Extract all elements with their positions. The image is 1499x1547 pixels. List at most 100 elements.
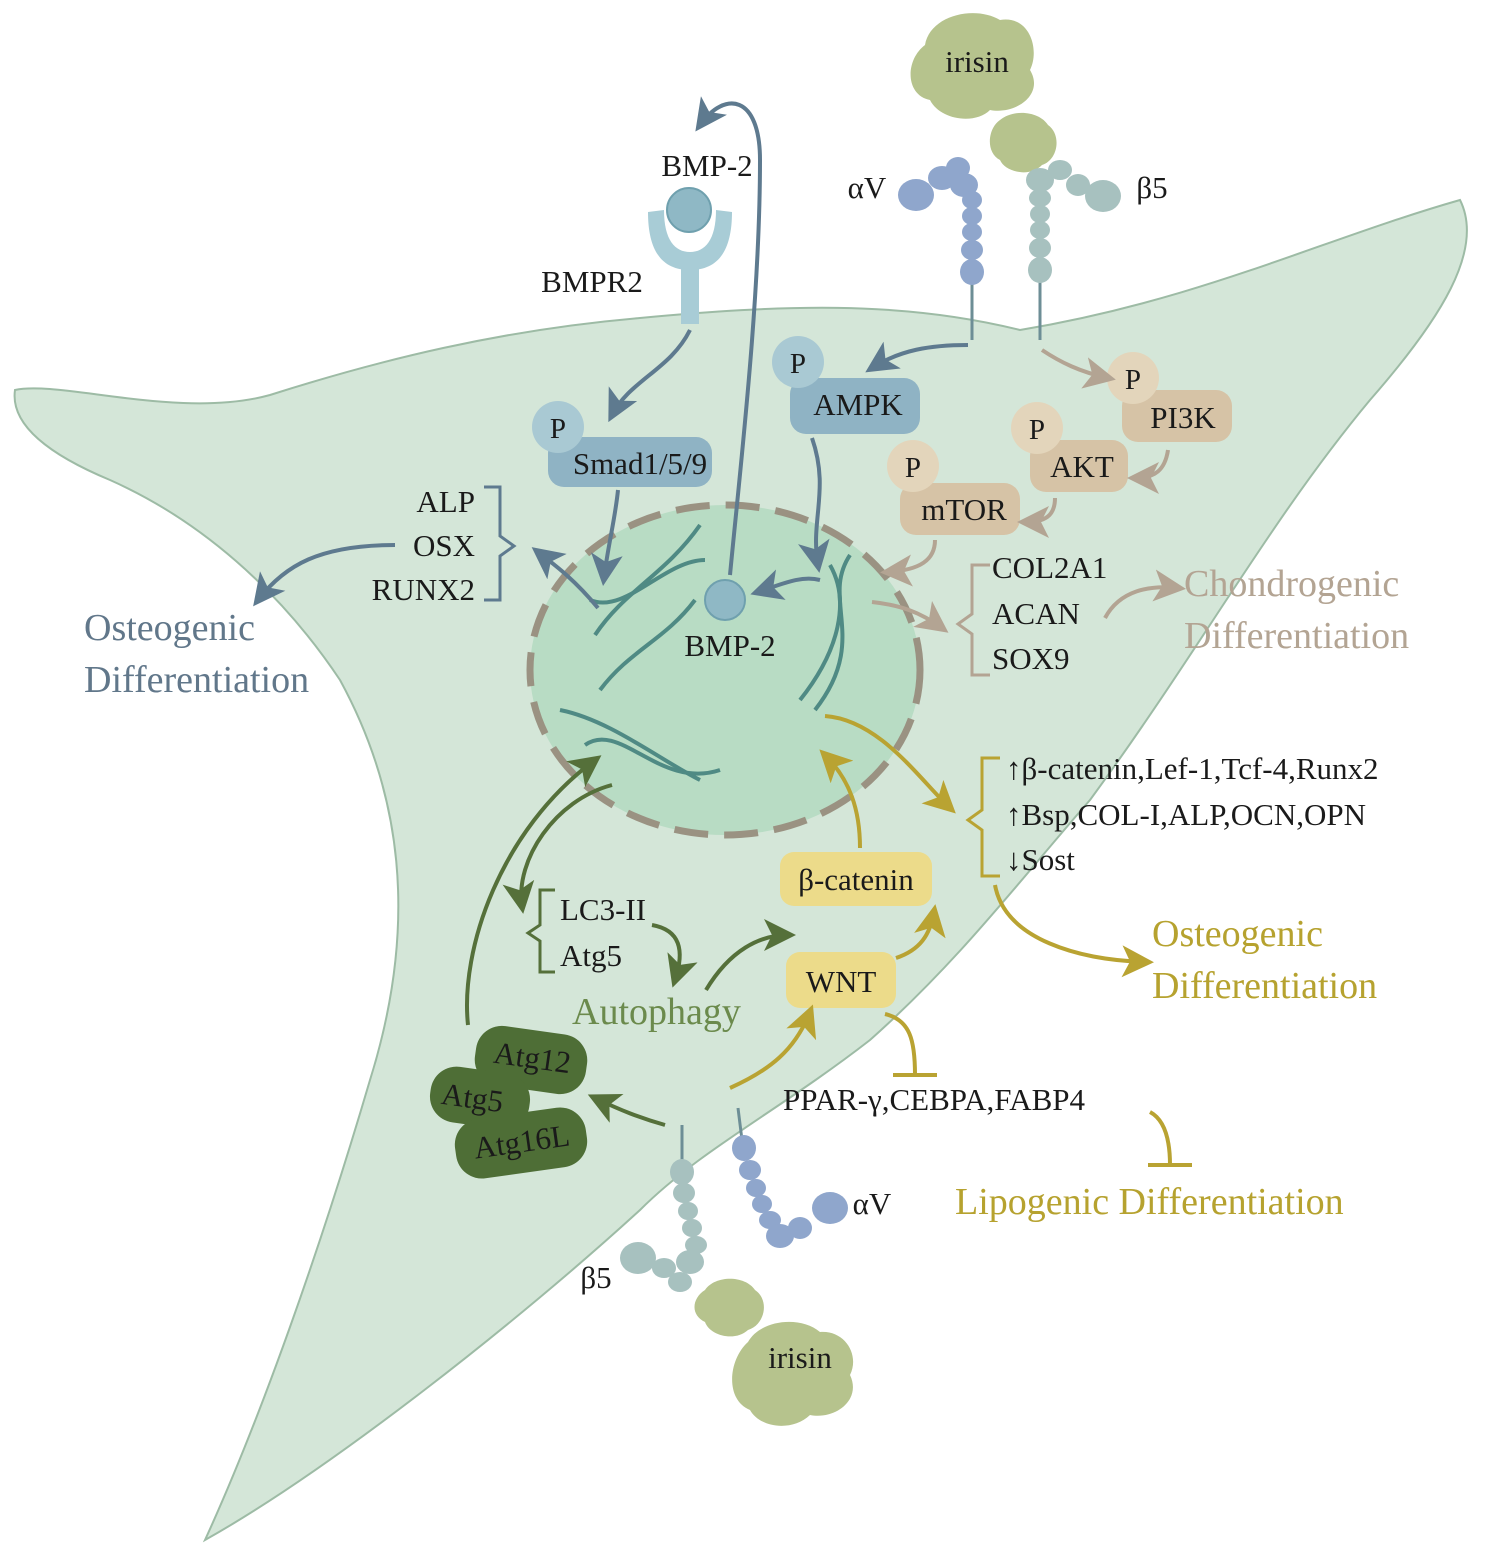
- arrow-nucleus-to-lc3: [502, 783, 613, 914]
- bmp-pathway-arrows: [253, 96, 969, 610]
- chondro-line2: Differentiation: [1184, 615, 1409, 657]
- smad-label: Smad1/5/9: [573, 446, 707, 481]
- bracket-chondro-markers: [955, 563, 990, 677]
- arrow-integrin-to-wnt: [729, 1004, 817, 1090]
- integrin-bottom-alpha-label: αV: [853, 1186, 892, 1221]
- beta-catenin-label: β-catenin: [798, 862, 914, 897]
- chondro-marker-acan: ACAN: [992, 596, 1080, 631]
- smad-node: [548, 437, 712, 487]
- pi3k-phospho-circle: [1107, 352, 1159, 404]
- bmp2-nucleus-ligand: [704, 579, 746, 621]
- wnt-label: WNT: [806, 964, 877, 999]
- arrow-integrin-to-ampk: [865, 341, 969, 373]
- smad-phospho-circle: [532, 401, 584, 453]
- pi3k-pathway-arrows: [871, 348, 1186, 633]
- integrin-top: [898, 157, 1121, 340]
- autophagy-marker-atg5: Atg5: [560, 938, 622, 973]
- arrow-complex-to-nucleus: [465, 755, 602, 1026]
- bmpr2-label: BMPR2: [541, 264, 643, 299]
- arrow-nucleus-to-wnt-genes: [824, 714, 956, 814]
- akt-phospho-label: P: [1029, 414, 1045, 446]
- osteo-marker-osx: OSX: [413, 528, 475, 563]
- bracket-osteo-markers: [484, 485, 517, 602]
- wnt-genes-line3: ↓Sost: [1006, 842, 1075, 877]
- ampk-label: AMPK: [813, 387, 903, 422]
- chondro-line1: Chondrogenic: [1184, 563, 1399, 605]
- osteo-marker-alp: ALP: [416, 484, 475, 519]
- pi3k-node: [1122, 390, 1232, 442]
- mtor-node: [900, 483, 1020, 535]
- autophagy-label: Autophagy: [572, 991, 741, 1033]
- arrow-mtor-to-nucleus: [880, 539, 937, 587]
- arrow-autophagy-to-wnt: [704, 919, 796, 992]
- integrin-bottom: [620, 1107, 848, 1292]
- arrow-integrin-to-pi3k: [1040, 348, 1116, 389]
- osteo-right-line2: Differentiation: [1152, 965, 1377, 1007]
- nucleus: [526, 501, 924, 839]
- mtor-label: mTOR: [921, 492, 1007, 527]
- irisin-bottom-blob: [732, 1321, 854, 1426]
- bmp2-outside-label: BMP-2: [661, 148, 752, 183]
- irisin-top-label: irisin: [945, 44, 1009, 79]
- osteo-marker-runx2: RUNX2: [372, 572, 475, 607]
- inhibit-wnt-to-lipo-genes: [884, 1012, 917, 1076]
- lipo-label: Lipogenic Differentiation: [955, 1181, 1344, 1223]
- osteo-right-line1: Osteogenic: [1152, 913, 1323, 955]
- pi3k-label: PI3K: [1150, 400, 1216, 435]
- irisin-top-blob: [910, 13, 1035, 119]
- autophagy-marker-lc3: LC3-II: [560, 892, 646, 927]
- arrow-beta-catenin-to-nucleus: [819, 749, 862, 849]
- wnt-genes-line1: ↑β-catenin,Lef-1,Tcf-4,Runx2: [1006, 751, 1379, 786]
- beta-catenin-node: [780, 852, 932, 906]
- wnt-pathway-arrows: [729, 714, 1192, 1167]
- akt-phospho-circle: [1011, 402, 1063, 454]
- arrow-akt-to-mtor: [1017, 497, 1057, 538]
- arrow-markers-to-osteo-left: [253, 543, 396, 607]
- arrow-bmpr2-to-smad: [608, 329, 692, 423]
- irisin-bottom-label: irisin: [768, 1340, 832, 1375]
- ampk-node: [790, 378, 920, 434]
- ampk-phospho-circle: [772, 336, 824, 388]
- arrow-wnt-to-beta-catenin: [895, 904, 946, 960]
- integrin-bottom-beta-label: β5: [580, 1260, 611, 1295]
- irisin-top-small-blob: [989, 112, 1057, 173]
- bmp2-nucleus-label: BMP-2: [684, 628, 775, 663]
- integrin-top-alpha-label: αV: [848, 170, 887, 205]
- arrow-ampk-to-nucleus: [798, 437, 830, 573]
- arrow-pi3k-to-akt: [1127, 449, 1170, 494]
- lipo-genes-label: PPAR-γ,CEBPA,FABP4: [783, 1082, 1086, 1117]
- mtor-phospho-label: P: [905, 452, 921, 484]
- atg5-complex-label: Atg5: [439, 1076, 505, 1119]
- integrin-top-beta-label: β5: [1136, 170, 1167, 205]
- bmpr2-receptor: [648, 187, 732, 324]
- wnt-node: [786, 952, 896, 1008]
- arrow-smad-to-nucleus: [591, 489, 623, 586]
- bracket-wnt-genes: [965, 756, 1000, 878]
- osteo-left-line2: Differentiation: [84, 659, 309, 701]
- smad-phospho-label: P: [550, 413, 566, 445]
- chondro-marker-col2a1: COL2A1: [992, 550, 1107, 585]
- atg-complex: [429, 1025, 588, 1179]
- irisin-bottom-small-blob: [694, 1278, 764, 1337]
- cell-body: [13, 198, 1468, 1543]
- arrow-chondro-markers-to-chondro: [1103, 569, 1186, 619]
- arrow-bmp-loop: [695, 96, 763, 576]
- arrow-genes-to-osteo-right: [993, 884, 1154, 978]
- arrow-lc3-to-autophagy: [651, 923, 698, 988]
- osteo-left-line1: Osteogenic: [84, 607, 255, 649]
- akt-label: AKT: [1050, 449, 1114, 484]
- arrow-to-bmp2-nucleus: [750, 569, 821, 600]
- arrow-nucleus-to-osteo-markers: [531, 547, 600, 610]
- mtor-phospho-circle: [887, 440, 939, 492]
- arrow-membrane-to-complex: [587, 1093, 666, 1127]
- bracket-autophagy-markers: [525, 888, 555, 974]
- dna-strands: [559, 523, 852, 782]
- wnt-genes-line2: ↑Bsp,COL-I,ALP,OCN,OPN: [1006, 797, 1366, 832]
- arrow-nucleus-to-chondro-markers: [871, 600, 949, 633]
- chondro-marker-sox9: SOX9: [992, 641, 1070, 676]
- ampk-phospho-label: P: [790, 348, 806, 380]
- inhibit-lipo-genes-to-lipo: [1148, 1110, 1172, 1166]
- akt-node: [1030, 440, 1128, 492]
- autophagy-pathway-arrows: [465, 755, 796, 1127]
